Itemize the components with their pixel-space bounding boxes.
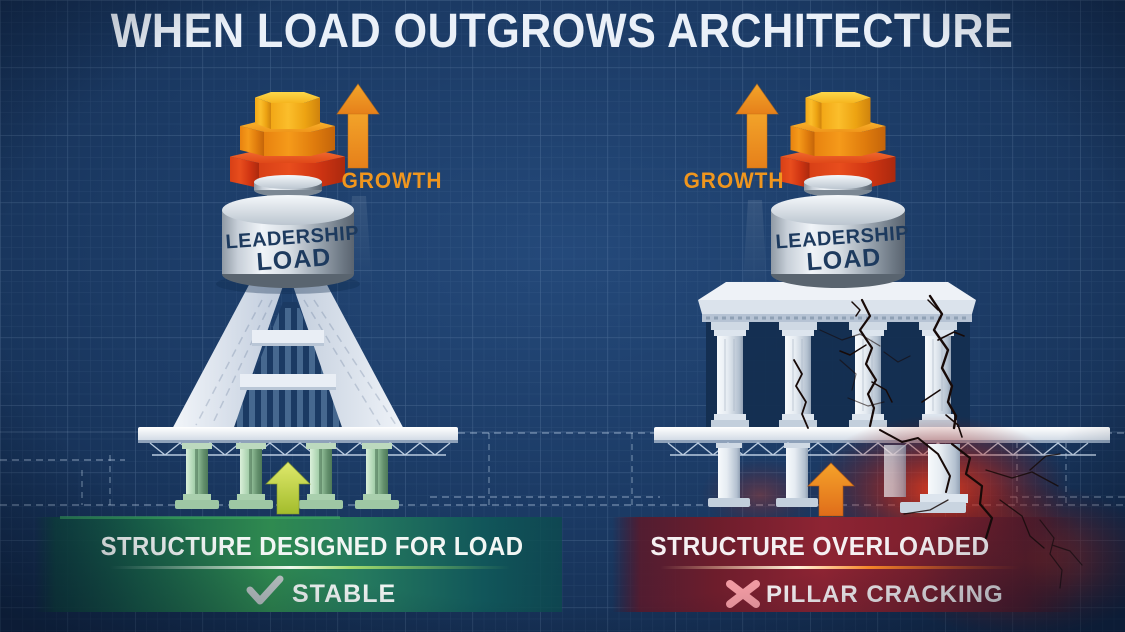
blueprint-illustration: WHEN LOAD OUTGROWS ARCHITECTURE GROWTH xyxy=(0,0,1125,632)
vignette-overlay xyxy=(0,0,1125,632)
infographic-canvas: WHEN LOAD OUTGROWS ARCHITECTURE GROWTH xyxy=(0,0,1125,632)
